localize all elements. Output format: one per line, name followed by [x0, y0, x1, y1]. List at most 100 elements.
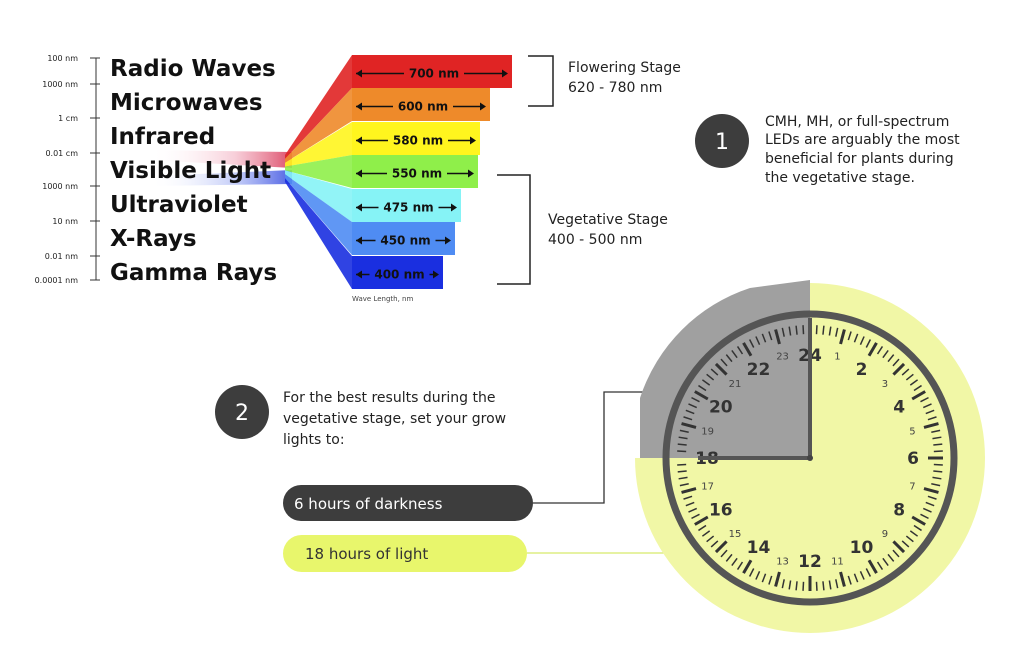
clock-tick: [822, 581, 825, 591]
clock-tick: [911, 515, 926, 526]
note-2-line-3: lights to:: [283, 432, 345, 448]
clock-tick: [887, 553, 895, 562]
band-arrow-left-head: [356, 236, 362, 245]
clock-tick: [839, 329, 846, 345]
clock-hour-label-small: 21: [729, 379, 742, 390]
band-arrow-right-head: [445, 236, 451, 245]
clock-tick: [685, 409, 695, 415]
light-ray: [150, 150, 292, 186]
clock-center: [807, 455, 813, 461]
band-arrow-left-head: [356, 169, 362, 178]
clock-tick: [710, 368, 719, 376]
clock-tick: [710, 540, 719, 548]
clock-tick: [933, 443, 943, 446]
spectrum-wedge: [285, 174, 352, 255]
clock-tick: [714, 540, 728, 554]
clock-tick: [725, 354, 733, 363]
clock-tick: [683, 416, 693, 421]
clock-tick: [679, 483, 689, 487]
clock-tick: [931, 483, 941, 487]
clock-tick: [882, 557, 889, 567]
clock-tick: [922, 403, 932, 409]
clock-tick: [932, 476, 942, 480]
band-arrow-left-head: [356, 203, 362, 212]
band-label: 580 nm: [393, 134, 443, 148]
clock-hour-label: 20: [709, 398, 733, 418]
clock-tick: [781, 579, 785, 589]
clock-tick: [706, 373, 715, 381]
clock-tick: [742, 559, 753, 574]
clock-tick: [853, 333, 859, 343]
clock-tick: [892, 362, 906, 376]
clock-ticks: [677, 325, 943, 591]
spectrum-band: [352, 222, 455, 255]
badge-1: [695, 114, 749, 168]
clock-tick: [701, 379, 711, 386]
clock-tick: [748, 568, 755, 577]
clock-tick: [892, 358, 900, 367]
clock-hour-label-small: 15: [729, 529, 742, 540]
scale-label: 1 cm: [58, 114, 78, 123]
band-arrow-left-head: [356, 270, 362, 279]
clock-tick: [788, 326, 792, 336]
badge-1-number: 1: [715, 130, 729, 155]
note-1-line-2: LEDs are arguably the most: [765, 132, 960, 148]
clock-tick: [867, 559, 878, 574]
clock-tick: [892, 540, 906, 554]
light-pill: 18 hours of light: [283, 535, 527, 572]
wave-name: Visible Light: [110, 158, 271, 184]
clock-tick: [781, 327, 785, 337]
spectrum-wedge: [285, 122, 352, 167]
spectrum-band: [352, 189, 461, 222]
clock-tick: [859, 570, 865, 580]
clock-tick: [698, 384, 707, 392]
band-arrow-left-head: [356, 102, 362, 111]
clock-tick: [731, 349, 738, 359]
clock-tick: [839, 571, 846, 587]
band-arrow-right-head: [468, 169, 474, 178]
clock-tick: [795, 581, 798, 591]
flowering-stage-title: Flowering Stage: [568, 60, 681, 76]
clock-tick: [720, 358, 728, 367]
clock-hour-label: 16: [709, 501, 733, 521]
scale-label: 1000 nm: [42, 182, 78, 191]
clock-hour-label-small: 7: [909, 481, 915, 492]
scale-label: 0.01 nm: [45, 252, 78, 261]
clock-tick: [920, 396, 929, 403]
clock-tick: [768, 331, 773, 341]
clock-tick: [725, 553, 733, 562]
clock-tick: [909, 379, 919, 386]
clock-tick: [714, 362, 728, 376]
clock-hour-label-small: 1: [834, 352, 840, 363]
clock-tick: [927, 495, 937, 500]
clock-tick: [865, 339, 872, 348]
clock-tick: [678, 436, 688, 440]
note-1-line-4: the vegetative stage.: [765, 170, 915, 186]
clock-tick: [681, 422, 697, 429]
note-1-line-1: CMH, MH, or full-spectrum: [765, 114, 949, 130]
clock-tick: [681, 487, 697, 494]
wave-name: Ultraviolet: [110, 192, 248, 218]
band-arrow-right-head: [480, 102, 486, 111]
clock-ring: [662, 310, 958, 606]
clock-tick: [905, 535, 914, 543]
flowering-bracket: [528, 55, 554, 107]
clock-tick: [909, 530, 919, 537]
clock-tick: [736, 346, 744, 355]
clock-tick: [913, 384, 922, 392]
clock-hour-label-small: 13: [776, 556, 789, 567]
spectrum-band: [352, 122, 480, 155]
clock-hour-label: 12: [798, 552, 822, 572]
wave-name: Radio Waves: [110, 56, 276, 82]
band-label: 450 nm: [380, 234, 430, 248]
spectrum-wedge: [285, 178, 352, 289]
clock-hour-label: 8: [893, 501, 905, 521]
band-arrow-right-head: [470, 136, 476, 145]
clock-tick: [911, 390, 926, 401]
clock-tick: [742, 342, 753, 357]
clock-tick: [706, 535, 715, 543]
clock-tick: [847, 575, 852, 585]
clock-tick: [925, 409, 935, 415]
